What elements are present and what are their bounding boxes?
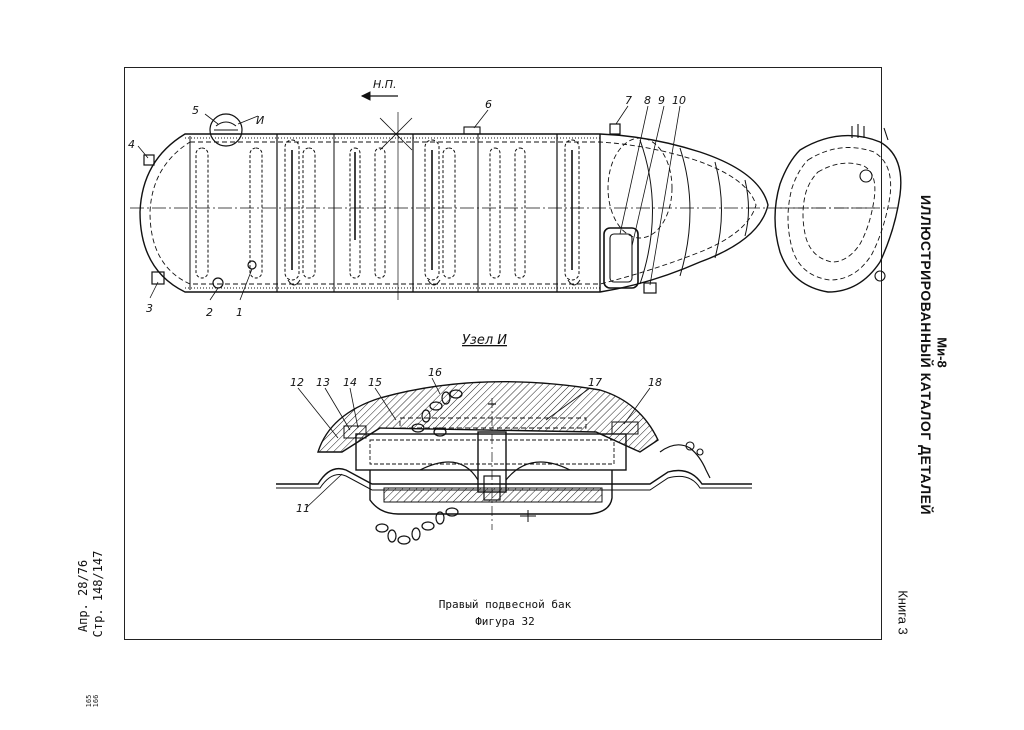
callout-16: 16	[428, 366, 442, 379]
page-reference: Стр. 148/147	[91, 550, 105, 638]
figure-caption-title: Правый подвесной бак	[438, 598, 572, 611]
callout-9: 9	[658, 94, 665, 107]
detail-view-uzel	[276, 377, 752, 545]
main-callouts: 1 2 3 4 5 И 6 7 8 9 10 Н.П.	[128, 78, 686, 319]
book-number: Книга 3	[895, 590, 911, 635]
callout-4: 4	[128, 138, 135, 151]
figure-caption-number: Фигура 32	[475, 615, 535, 628]
callout-13: 13	[316, 376, 330, 389]
callout-1: 1	[236, 306, 243, 319]
apr-reference: Апр. 28/76	[76, 559, 90, 633]
page-number-top: 166	[92, 694, 100, 708]
callout-17: 17	[588, 376, 602, 389]
catalog-title: ИЛЛЮСТРИРОВАННЫЙ КАТАЛОГ ДЕТАЛЕЙ	[918, 194, 934, 516]
callout-2: 2	[206, 306, 213, 319]
drawing-frame	[124, 67, 882, 640]
callout-14: 14	[343, 376, 357, 389]
aircraft-code: Ми-8	[934, 337, 950, 368]
callout-3: 3	[146, 302, 153, 315]
callout-15: 15	[368, 376, 382, 389]
detail-title: Узел И	[462, 333, 507, 348]
callout-5: 5	[192, 104, 199, 117]
direction-label: Н.П.	[373, 78, 397, 91]
callout-10: 10	[672, 94, 686, 107]
page-number-bottom: 165	[85, 694, 93, 708]
tank-side-view	[130, 91, 878, 301]
detail-callouts: Узел И 11 12 13 14 15 16 17 18	[290, 333, 662, 515]
tank-end-view	[774, 124, 902, 293]
callout-11: 11	[296, 502, 310, 515]
callout-6: 6	[485, 98, 492, 111]
callout-7: 7	[625, 94, 632, 107]
callout-8: 8	[644, 94, 651, 107]
filler-neck	[209, 113, 243, 147]
callout-18: 18	[648, 376, 662, 389]
callout-12: 12	[290, 376, 304, 389]
tank-body-outline	[139, 133, 769, 293]
callout-I: И	[256, 114, 264, 127]
